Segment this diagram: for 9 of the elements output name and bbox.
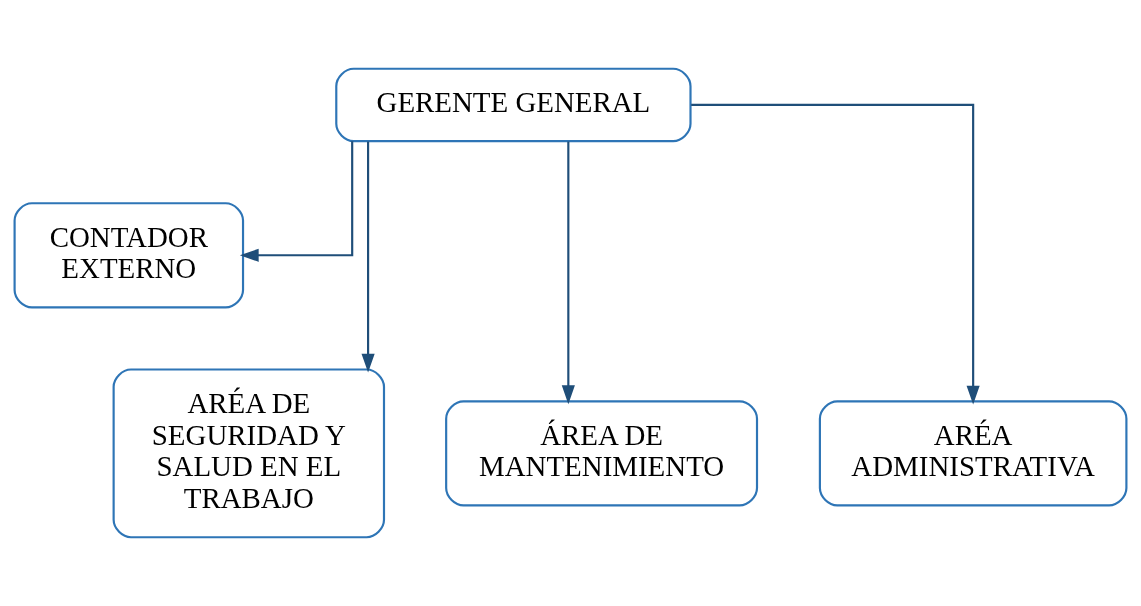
arrow — [361, 141, 375, 373]
node-box: CONTADOR EXTERNO — [13, 202, 245, 309]
node-box: ARÉA DE SEGURIDAD Y SALUD EN EL TRABAJO — [112, 368, 386, 539]
node-box: GERENTE GENERAL — [335, 67, 692, 143]
node-box: ARÉA ADMINISTRATIVA — [818, 400, 1128, 507]
arrow — [561, 141, 575, 405]
arrow — [691, 103, 980, 405]
arrow — [239, 141, 354, 262]
node-box: ÁREA DE MANTENIMIENTO — [445, 400, 759, 507]
